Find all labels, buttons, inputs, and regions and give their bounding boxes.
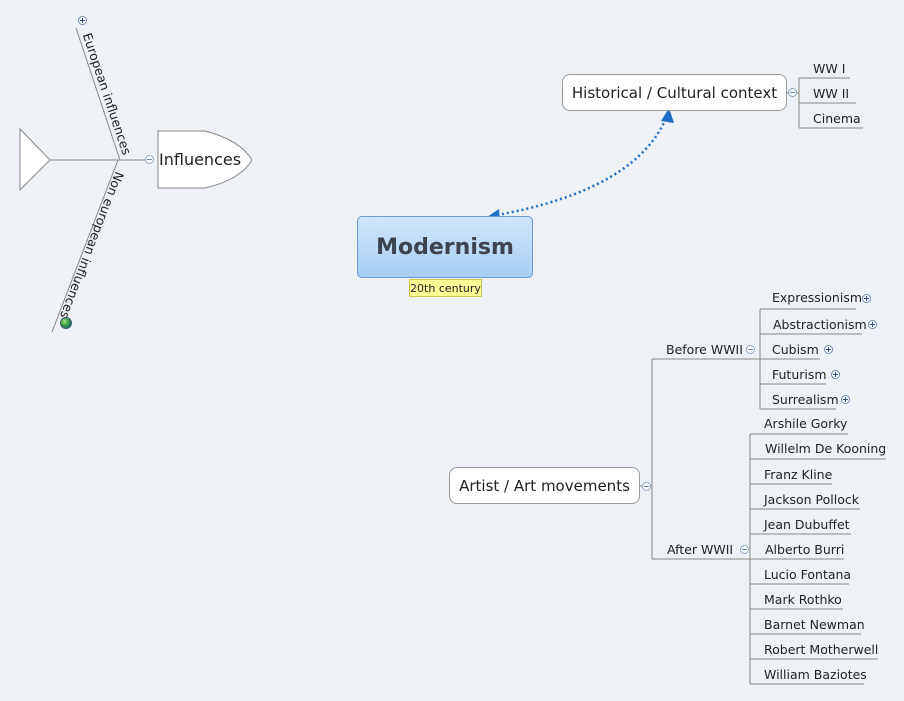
movement-cubism[interactable]: Cubism: [772, 342, 819, 357]
artist-item[interactable]: Barnet Newman: [764, 617, 865, 632]
movement-abstractionism[interactable]: Abstractionism: [773, 317, 867, 332]
expand-surrealism-icon[interactable]: [841, 395, 850, 404]
expand-futurism-icon[interactable]: [831, 370, 840, 379]
artist-item[interactable]: Mark Rothko: [764, 592, 842, 607]
central-topic[interactable]: Modernism: [357, 216, 533, 278]
artist-item[interactable]: Robert Motherwell: [764, 642, 879, 657]
artist-item[interactable]: Franz Kline: [764, 467, 833, 482]
collapse-art-icon[interactable]: [642, 482, 651, 491]
context-item-ww2[interactable]: WW II: [813, 86, 850, 101]
context-topic[interactable]: Historical / Cultural context: [562, 74, 787, 111]
collapse-before-wwii-icon[interactable]: [746, 345, 755, 354]
relationship-arrow: [491, 112, 670, 218]
influences-topic[interactable]: Influences: [159, 150, 242, 169]
before-wwii-subtopic[interactable]: Before WWII: [666, 342, 743, 357]
movement-expressionism[interactable]: Expressionism: [772, 290, 863, 305]
after-wwii-subtopic[interactable]: After WWII: [667, 542, 734, 557]
expand-abstractionism-icon[interactable]: [868, 320, 877, 329]
expand-cubism-icon[interactable]: [824, 345, 833, 354]
context-item-cinema[interactable]: Cinema: [813, 111, 861, 126]
artist-item[interactable]: Jackson Pollock: [764, 492, 859, 507]
influences-head-shape: [157, 130, 253, 189]
artist-item[interactable]: William Baziotes: [764, 667, 867, 682]
art-movements-topic[interactable]: Artist / Art movements: [449, 467, 640, 504]
collapse-after-wwii-icon[interactable]: [740, 545, 749, 554]
expand-expressionism-icon[interactable]: [862, 294, 871, 303]
artist-item[interactable]: Jean Dubuffet: [764, 517, 850, 532]
artist-item[interactable]: Willelm De Kooning: [765, 441, 887, 456]
globe-icon: [60, 317, 72, 329]
artist-item[interactable]: Arshile Gorky: [764, 416, 848, 431]
artist-item[interactable]: Alberto Burri: [765, 542, 845, 557]
context-item-ww1[interactable]: WW I: [813, 61, 846, 76]
artist-item[interactable]: Lucio Fontana: [764, 567, 852, 582]
collapse-context-icon[interactable]: [788, 88, 797, 97]
relationship-arrowhead-end: [661, 108, 674, 123]
expand-european-icon[interactable]: [78, 16, 87, 25]
fishbone-bone-bottom: [51, 159, 119, 333]
collapse-influences-icon[interactable]: [145, 155, 154, 164]
central-topic-label: 20th century: [409, 279, 482, 297]
movement-surrealism[interactable]: Surrealism: [772, 392, 839, 407]
fishbone-tail: [19, 127, 51, 192]
movement-futurism[interactable]: Futurism: [772, 367, 827, 382]
fishbone-bone-top: [75, 27, 121, 161]
